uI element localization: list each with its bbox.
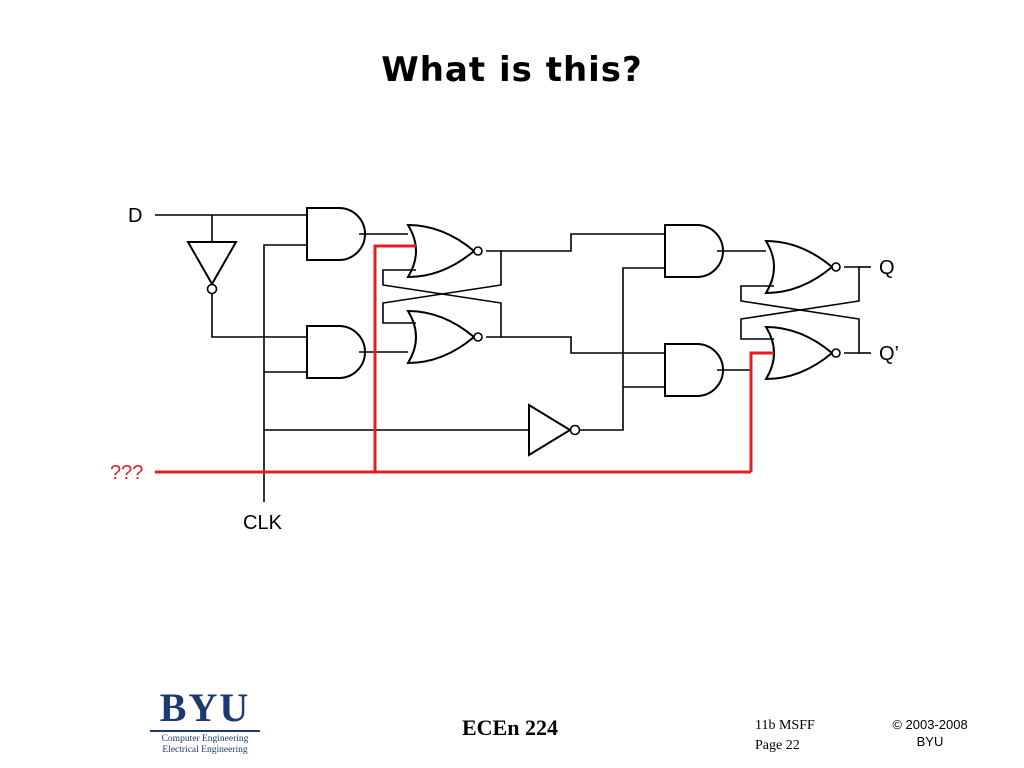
and-gate-slave-bottom (664, 343, 724, 397)
nor-gate-slave-top (765, 240, 841, 294)
logo-line-2: Electrical Engineering (162, 745, 248, 755)
label-q: Q (879, 257, 895, 279)
byu-logo: BYU Computer Engineering Electrical Engi… (150, 688, 260, 756)
nor-gate-master-top (407, 224, 483, 278)
and-gate-master-top (306, 207, 366, 261)
label-unknown: ??? (110, 462, 143, 484)
label-q-bar: Q’ (879, 343, 899, 365)
nor-gate-slave-bottom (765, 326, 841, 380)
highlight-wires (155, 244, 774, 474)
label-d: D (128, 205, 142, 227)
copyright-years: © 2003-2008 (892, 717, 968, 732)
inverter-clk (528, 403, 581, 457)
page-title: What is this? (381, 50, 643, 90)
copyright: © 2003-2008 BYU (870, 716, 990, 750)
slide-name: 11b MSFF (755, 718, 815, 733)
page-number: Page 22 (755, 738, 800, 753)
inverter-d (186, 241, 238, 295)
wires (155, 214, 871, 502)
logo-divider (150, 730, 260, 732)
logo-line-1: Computer Engineering (161, 734, 249, 744)
nor-gate-master-bottom (407, 310, 483, 364)
slide-info: 11b MSFF Page 22 (755, 716, 815, 756)
and-gate-master-bottom (306, 325, 366, 379)
and-gate-slave-top (664, 224, 724, 278)
course-name: ECEn 224 (462, 715, 558, 740)
copyright-owner: BYU (916, 734, 944, 749)
logo-text: BYU (159, 685, 251, 730)
label-clk: CLK (243, 512, 283, 534)
